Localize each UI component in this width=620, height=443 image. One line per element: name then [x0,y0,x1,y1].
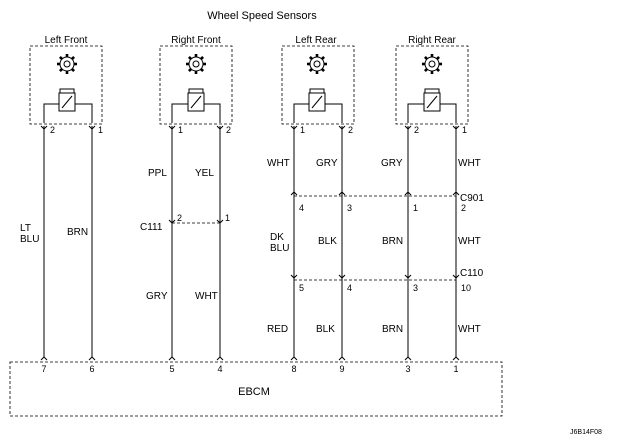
wire-label-line: BLU [20,234,39,245]
wire-label-rr-b-bot: WHT [458,324,481,335]
pin-number: 7 [41,364,46,374]
pin-number: 5 [169,364,174,374]
wire-label-lr-b-top: GRY [316,158,338,169]
pin-number: 2 [177,213,182,223]
pin-number: 1 [225,213,230,223]
pin-number: 4 [347,283,352,293]
wires [43,126,457,357]
wire-label-lr-a-top: WHT [267,158,290,169]
pin-number: 6 [89,364,94,374]
pin-number: 3 [347,203,352,213]
wire-label-line: BLU [270,243,289,254]
wire-label-lr-b-mid: BLK [318,236,337,247]
wire-label-lr-a-bot: RED [267,324,288,335]
pin-number: 3 [413,283,418,293]
pin-number: 4 [299,203,304,213]
pin-number: 1 [178,125,183,135]
wire-label-lr-b-bot: BLK [316,324,335,335]
sensor-label-left-rear: Left Rear [295,35,337,46]
wire-label-rr-b-top: WHT [458,158,481,169]
sensor-label-left-front: Left Front [45,35,88,46]
pin-number: 2 [348,125,353,135]
figure-code: J6B14F08 [570,429,602,436]
connector-label-c110: C110 [460,268,484,279]
sensor-right-front: Right Front [159,35,233,125]
pin-number: 1 [413,203,418,213]
pin-number: 5 [299,283,304,293]
gear-icon [184,52,208,76]
connector-c111: C111 2 1 [140,213,230,233]
sensor-connector-pins [40,125,460,130]
connector-label-c111: C111 [140,222,163,233]
sensor-coil-icon [423,88,441,112]
wire-label-rf-a-top: PPL [148,168,167,179]
sensor-right-rear: Right Rear [395,35,469,125]
connector-label-c901: C901 [460,193,484,204]
sensor-coil-icon [308,88,326,112]
pin-number: 2 [414,125,419,135]
wire-label-line: LT [20,223,31,234]
pin-number: 1 [300,125,305,135]
sensor-label-right-front: Right Front [171,35,221,46]
wire-label-rr-a-top: GRY [381,158,403,169]
sensor-label-right-rear: Right Rear [408,35,456,46]
pin-number: 3 [405,364,410,374]
connector-c110: C110 5 4 3 10 [290,268,484,293]
pin-number: 9 [339,364,344,374]
wire-label-rr-a-mid: BRN [382,236,403,247]
sensor-coil-icon [58,88,76,112]
wire-label-rf-b-bot: WHT [195,291,218,302]
connector-c901: C901 4 3 1 2 [290,191,484,213]
pin-number: 2 [461,203,466,213]
wire-label-line: DK [270,232,284,243]
diagram-title: Wheel Speed Sensors [207,10,317,22]
sensor-pin-numbers: 2 1 1 2 1 2 2 1 [50,125,467,135]
pin-number: 4 [217,364,222,374]
pin-number: 1 [453,364,458,374]
gear-icon [55,52,79,76]
ebcm-label: EBCM [238,386,270,398]
wire-label-rf-a-bot: GRY [146,291,168,302]
pin-number: 2 [226,125,231,135]
sensor-left-front: Left Front [29,35,103,125]
sensor-coil-icon [187,88,205,112]
sensor-left-rear: Left Rear [281,35,355,125]
pin-number: 1 [98,125,103,135]
pin-number: 1 [462,125,467,135]
gear-icon [305,52,329,76]
wire-label-rf-b-top: YEL [195,168,214,179]
wire-label-rr-b-mid: WHT [458,236,481,247]
ebcm-module: 7 6 5 4 8 9 3 1 EBCM [9,356,503,417]
wire-label-rr-a-bot: BRN [382,324,403,335]
pin-number: 2 [50,125,55,135]
pin-number: 10 [461,283,471,293]
pin-number: 8 [291,364,296,374]
wire-label-lf-b: BRN [67,227,88,238]
gear-icon [420,52,444,76]
